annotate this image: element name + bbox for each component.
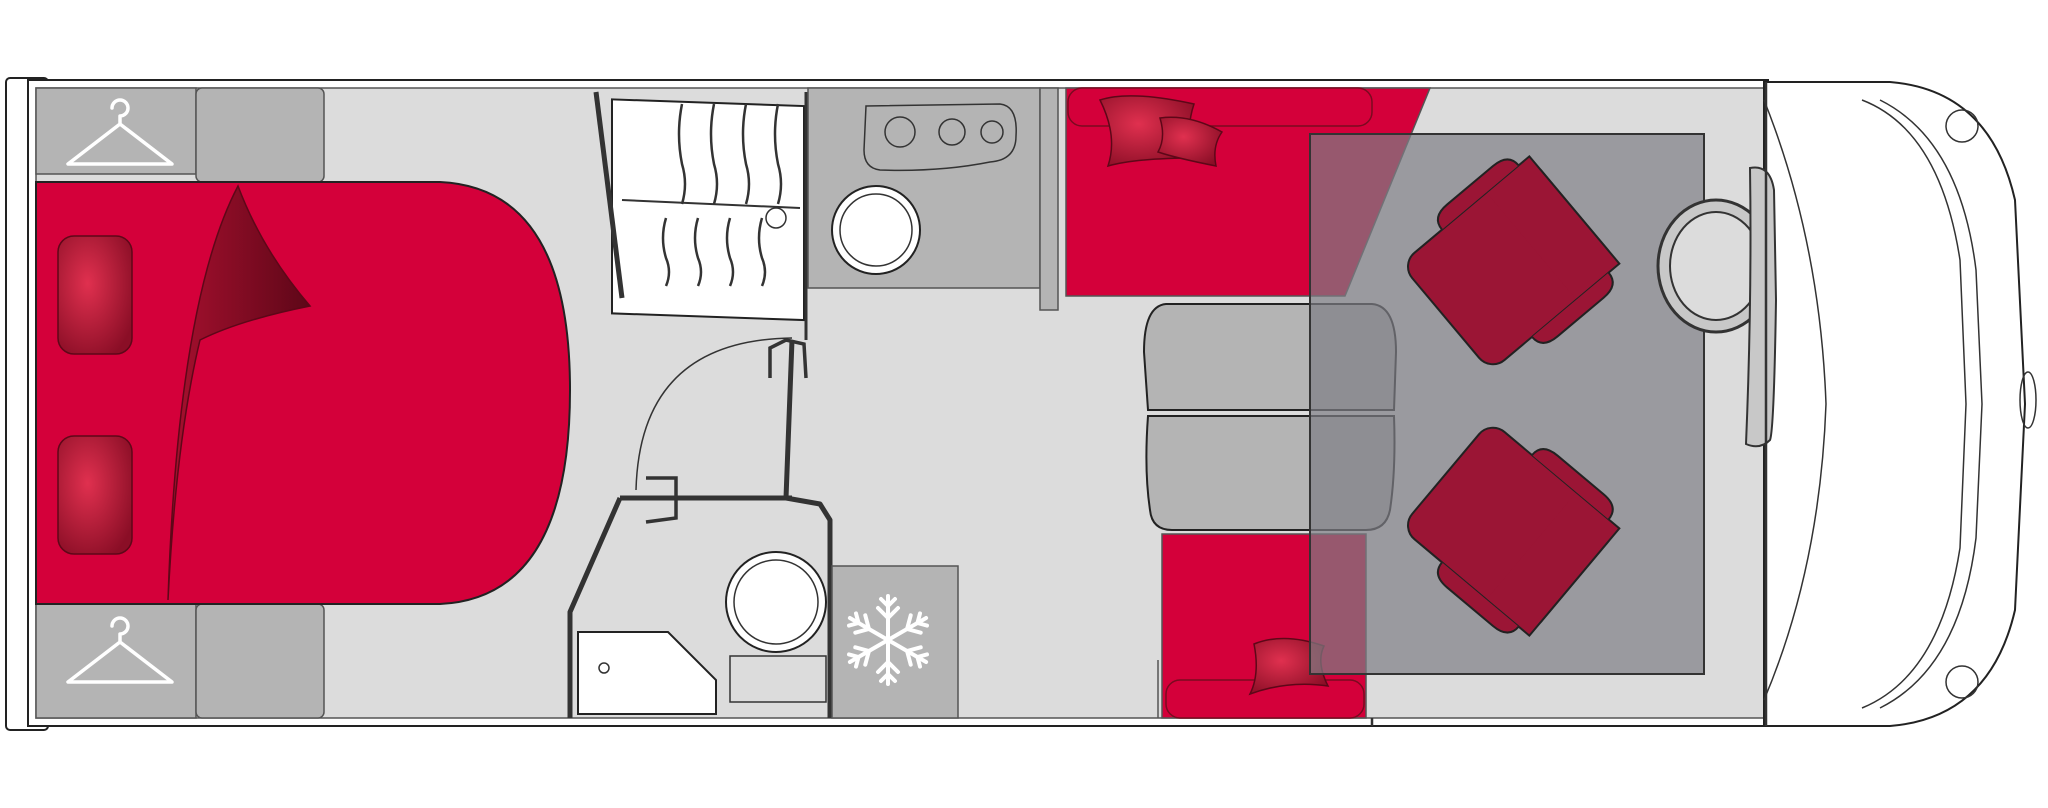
cushion-icon (1156, 116, 1224, 167)
toilet-icon (725, 551, 827, 653)
mattress (35, 181, 572, 605)
lounge (1065, 87, 1705, 719)
mirror-bottom (1945, 665, 1979, 699)
stove-burner-icon (863, 103, 1017, 172)
headlight-right (2019, 371, 2037, 429)
hanger-icon (66, 616, 174, 684)
cab-front (1763, 81, 2027, 727)
wardrobe-top (35, 87, 325, 183)
dash-console (1744, 166, 1778, 448)
mirror-top (1945, 109, 1979, 143)
partition-wall (783, 339, 833, 718)
oven-knob (765, 207, 787, 229)
side-panel (593, 91, 625, 299)
snowflake-icon (842, 594, 934, 686)
island-bed (35, 181, 572, 605)
cushion-icon (1248, 637, 1330, 696)
pillow-bottom (57, 435, 133, 555)
cab (1407, 154, 1778, 638)
oven-racks (621, 103, 801, 287)
steering-wheel-icon (1656, 198, 1776, 334)
shower-door-arc (635, 337, 793, 491)
hanger-icon (66, 98, 174, 166)
pillow-top (57, 235, 133, 355)
dashboard (1763, 99, 1827, 701)
shower-tray (577, 631, 717, 715)
toilet-base (729, 655, 827, 703)
cab-seat-passenger (1407, 426, 1621, 638)
kitchen (593, 87, 1059, 340)
folded-sheet (167, 184, 312, 601)
fridge (831, 565, 959, 719)
walls (1370, 82, 1768, 726)
windscreen-inner (1879, 99, 1983, 709)
windscreen (1861, 99, 1967, 709)
bathroom (567, 337, 833, 718)
round-sink-icon (831, 185, 921, 275)
wardrobe-bottom (35, 603, 325, 719)
cab-seat-driver (1407, 154, 1621, 366)
